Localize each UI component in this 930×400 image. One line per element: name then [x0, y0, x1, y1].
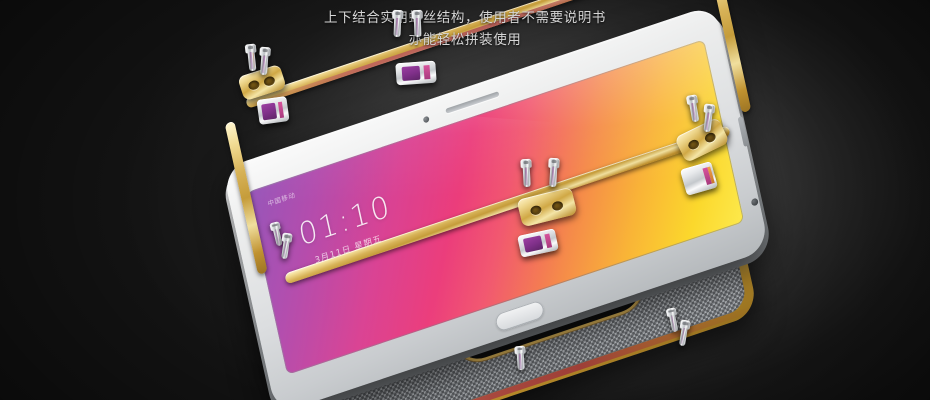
bracket-reflection-pink	[543, 233, 553, 249]
bracket-reflection-pink	[277, 101, 285, 118]
screw	[411, 9, 424, 37]
caption-line-2: 亦能轻松拼装使用	[408, 32, 522, 48]
bracket-reflection	[523, 235, 544, 253]
bracket-reflection	[401, 65, 421, 82]
screw-hole	[529, 204, 543, 216]
screw	[258, 46, 271, 75]
screw	[514, 345, 527, 371]
screw	[547, 157, 560, 187]
screw	[392, 9, 404, 37]
caption-line-1: 上下结合实用螺丝结构，使用者不需要说明书	[324, 10, 606, 26]
silver-bracket-top	[395, 60, 437, 86]
screw	[520, 158, 532, 187]
silver-bracket-left	[256, 96, 290, 125]
screw-hole	[247, 79, 261, 92]
bracket-reflection	[261, 102, 278, 120]
screw-hole	[262, 75, 277, 88]
screw-hole	[703, 131, 718, 145]
headphone-jack-icon	[750, 197, 759, 207]
bracket-reflection-pink	[423, 65, 431, 80]
screw-hole	[551, 200, 564, 212]
screw-hole	[686, 138, 701, 152]
marketing-caption: 上下结合实用螺丝结构，使用者不需要说明书 亦能轻松拼装使用	[0, 7, 930, 51]
